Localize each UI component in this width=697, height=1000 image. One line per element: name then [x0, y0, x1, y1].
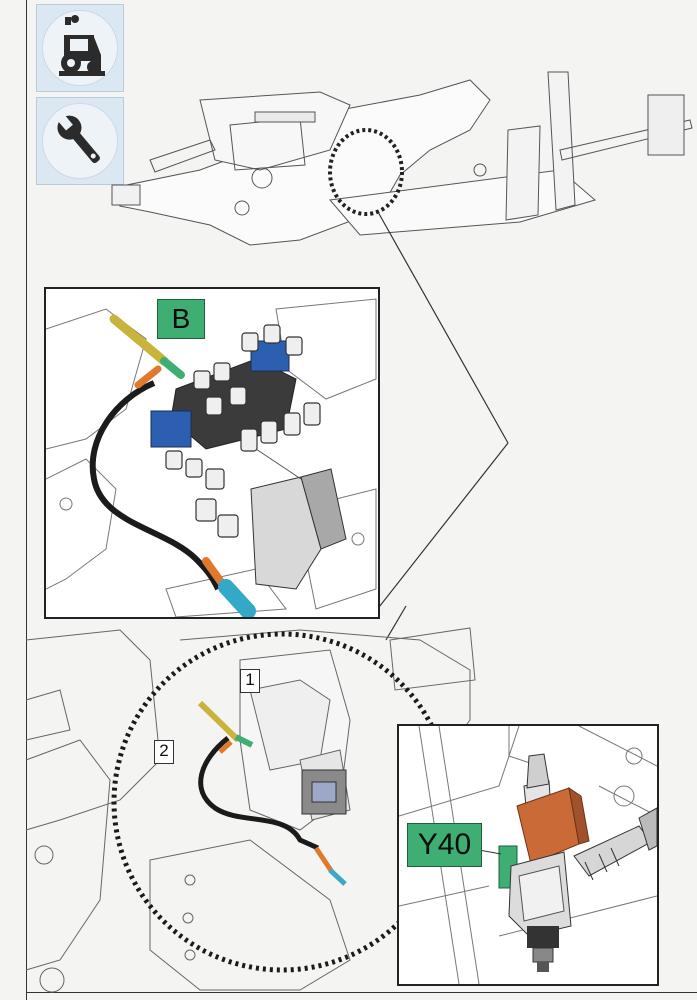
valve-block-drawing [46, 298, 377, 617]
wrench-icon-box [36, 97, 124, 185]
inset-valve-closeup [44, 287, 380, 619]
valve-label-b: B [157, 299, 205, 339]
tractor-cab-icon-box [36, 4, 124, 92]
part-number-1: 1 [240, 669, 260, 693]
sensor-label-y40: Y40 [407, 823, 482, 867]
tractor-cab-icon [59, 15, 105, 76]
wrench-icon [57, 114, 100, 164]
part-number-2: 2 [154, 740, 174, 764]
page-border-left [26, 0, 27, 1000]
sensor-drawing [399, 726, 657, 984]
page-border-bottom [26, 992, 697, 993]
